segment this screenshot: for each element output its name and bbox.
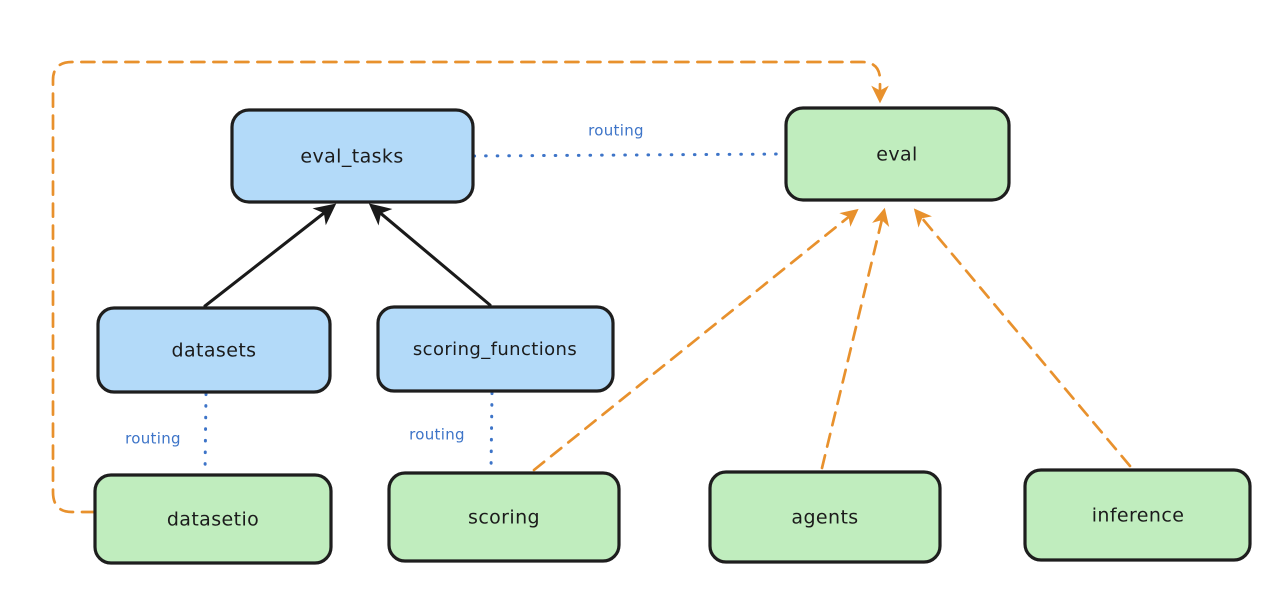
edge-datasetio-to-eval[interactable] bbox=[51, 60, 889, 514]
node-eval-shape bbox=[784, 106, 1011, 202]
node-scoring_functions[interactable]: scoring_functions bbox=[376, 305, 615, 393]
node-inference-label: inference bbox=[1092, 505, 1185, 527]
node-agents-label: agents bbox=[791, 507, 858, 529]
node-eval_tasks-label: eval_tasks bbox=[300, 146, 403, 168]
node-datasetio-shape bbox=[93, 473, 333, 565]
node-scoring_functions-label: scoring_functions bbox=[413, 339, 577, 360]
edge-scoring_functions-to-eval_tasks[interactable] bbox=[368, 203, 492, 307]
node-scoring_functions-shape bbox=[376, 305, 615, 393]
node-scoring-shape bbox=[387, 471, 621, 563]
edge-scoring-to-eval[interactable] bbox=[532, 208, 859, 472]
edge-label-routing-datasetio: routing bbox=[125, 430, 181, 448]
node-eval[interactable]: eval bbox=[784, 106, 1011, 202]
node-agents[interactable]: agents bbox=[708, 470, 942, 564]
edge-eval_tasks-to-eval[interactable] bbox=[472, 152, 786, 158]
node-eval_tasks-shape bbox=[230, 108, 475, 204]
node-inference-shape bbox=[1023, 468, 1252, 562]
node-datasets-shape bbox=[96, 306, 332, 394]
edge-labels: routing routing routing bbox=[125, 122, 644, 448]
edge-agents-to-eval[interactable] bbox=[820, 207, 890, 470]
edge-datasets-to-datasetio[interactable] bbox=[203, 392, 208, 475]
node-eval_tasks[interactable]: eval_tasks bbox=[230, 108, 475, 204]
routing-edges bbox=[203, 152, 786, 475]
node-eval-label: eval bbox=[876, 144, 917, 166]
edge-datasets-to-eval_tasks[interactable] bbox=[203, 203, 337, 308]
solid-edges bbox=[203, 203, 492, 308]
node-inference[interactable]: inference bbox=[1023, 468, 1252, 562]
node-datasetio-label: datasetio bbox=[167, 509, 259, 531]
node-datasets[interactable]: datasets bbox=[96, 306, 332, 394]
edge-label-routing-eval: routing bbox=[588, 122, 644, 140]
dependency-edges bbox=[51, 60, 1132, 514]
node-datasets-label: datasets bbox=[172, 340, 257, 362]
node-scoring[interactable]: scoring bbox=[387, 471, 621, 563]
edge-scoring_functions-to-scoring[interactable] bbox=[489, 391, 494, 473]
edge-label-routing-scoring: routing bbox=[409, 426, 465, 444]
node-scoring-label: scoring bbox=[468, 507, 540, 529]
node-agents-shape bbox=[708, 470, 942, 564]
node-datasetio[interactable]: datasetio bbox=[93, 473, 333, 565]
edge-inference-to-eval[interactable] bbox=[913, 208, 1132, 468]
